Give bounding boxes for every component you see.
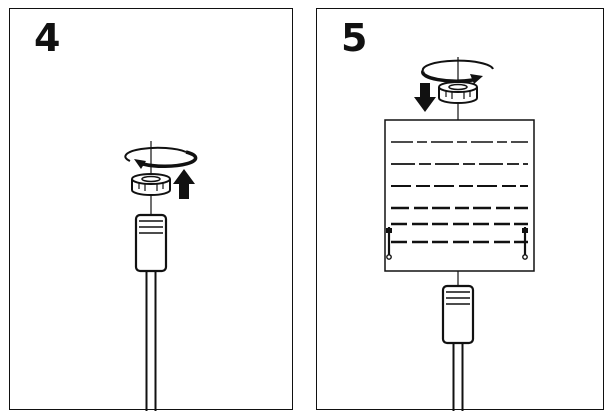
step-5-illustration [384,57,535,411]
lamp-shade [384,119,535,272]
lamp-rod [452,343,464,411]
ring-nut [438,81,478,104]
rotate-arrow-icon [421,59,494,84]
step-5-panel: 5 [316,8,604,411]
ring-nut [131,173,171,196]
step-4-panel: 4 [9,8,293,411]
lamp-rod [145,271,157,411]
step-number: 4 [34,16,61,60]
up-arrow-icon [173,169,195,199]
step-4-illustration [124,141,198,411]
threaded-socket [441,284,475,345]
down-arrow-icon [414,83,436,112]
step-number: 5 [341,16,368,60]
threaded-socket [134,213,168,273]
rotate-arrow-icon [124,146,198,169]
